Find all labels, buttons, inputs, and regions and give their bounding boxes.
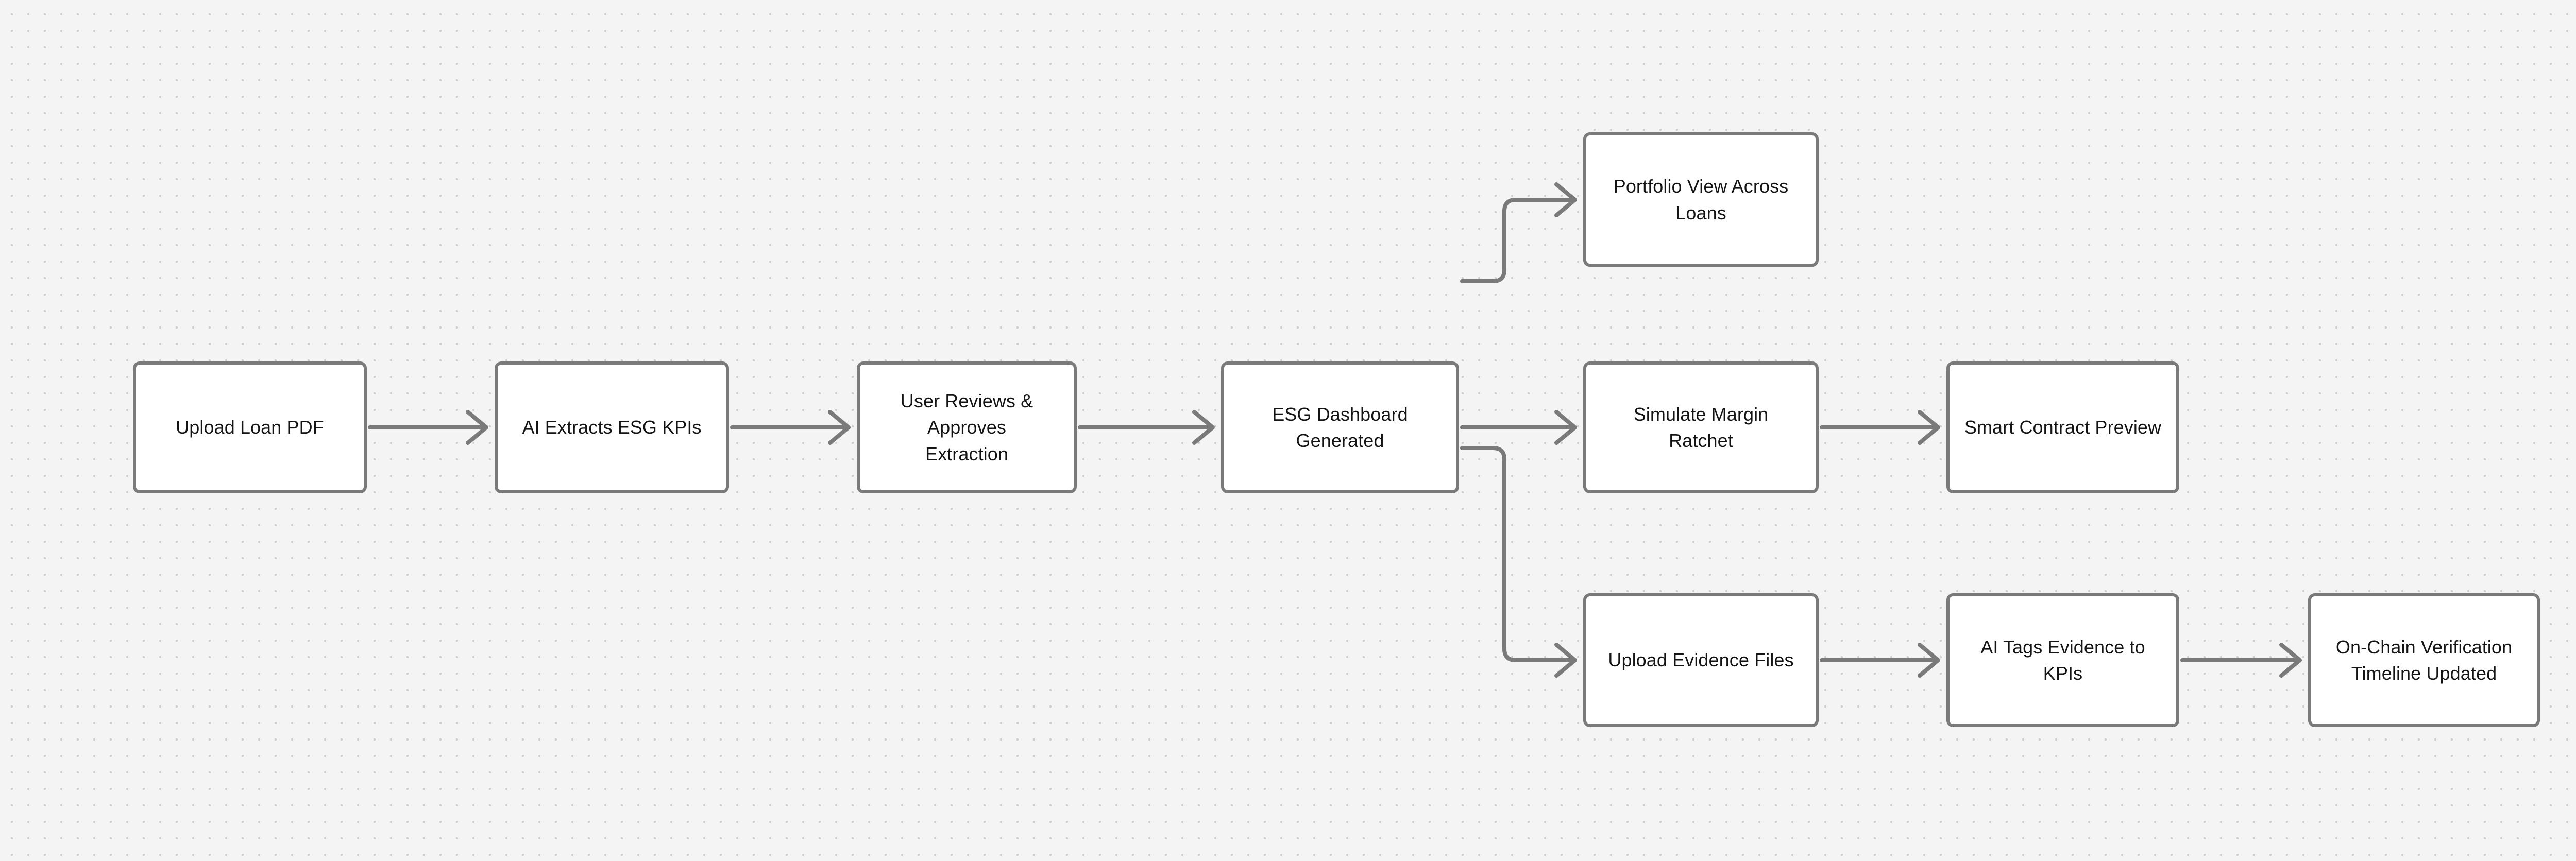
node-simulate-margin-ratchet[interactable]: Simulate Margin Ratchet bbox=[1583, 361, 1819, 493]
edge-simulate-margin-ratchet-to-smart-contract-preview bbox=[1820, 410, 1940, 445]
edge-user-reviews-approves-to-esg-dashboard-generated bbox=[1078, 410, 1215, 445]
edge-esg-dashboard-generated-to-upload-evidence-files bbox=[1460, 446, 1577, 678]
node-label: Upload Evidence Files bbox=[1608, 649, 1794, 671]
edge-upload-evidence-files-to-ai-tags-evidence-to-kpis bbox=[1820, 643, 1940, 678]
node-label: AI Tags Evidence to KPIs bbox=[1980, 636, 2145, 684]
edge-upload-loan-pdf-to-ai-extracts-esg-kpis bbox=[368, 410, 488, 445]
node-label: Smart Contract Preview bbox=[1964, 417, 2162, 438]
edge-esg-dashboard-generated-to-simulate-margin-ratchet bbox=[1460, 410, 1577, 445]
node-label: Portfolio View Across Loans bbox=[1613, 176, 1789, 223]
node-smart-contract-preview[interactable]: Smart Contract Preview bbox=[1946, 361, 2179, 493]
node-label: ESG Dashboard Generated bbox=[1272, 403, 1408, 451]
node-label: AI Extracts ESG KPIs bbox=[522, 417, 702, 438]
node-label: User Reviews & Approves Extraction bbox=[900, 390, 1033, 464]
node-portfolio-view-across-loans[interactable]: Portfolio View Across Loans bbox=[1583, 132, 1819, 267]
node-label: Upload Loan PDF bbox=[176, 417, 324, 438]
node-onchain-verification-timeline-updated[interactable]: On-Chain Verification Timeline Updated bbox=[2308, 593, 2540, 727]
edge-esg-dashboard-generated-to-portfolio-view-across-loans bbox=[1460, 182, 1577, 283]
node-esg-dashboard-generated[interactable]: ESG Dashboard Generated bbox=[1221, 361, 1459, 493]
node-upload-loan-pdf[interactable]: Upload Loan PDF bbox=[133, 361, 367, 493]
node-user-reviews-approves-extraction[interactable]: User Reviews & Approves Extraction bbox=[857, 361, 1077, 493]
node-ai-tags-evidence-to-kpis[interactable]: AI Tags Evidence to KPIs bbox=[1946, 593, 2179, 727]
node-upload-evidence-files[interactable]: Upload Evidence Files bbox=[1583, 593, 1819, 727]
node-label: On-Chain Verification Timeline Updated bbox=[2335, 636, 2513, 684]
edge-ai-tags-evidence-to-kpis-to-onchain-verification bbox=[2180, 643, 2302, 678]
node-label: Simulate Margin Ratchet bbox=[1633, 403, 1769, 451]
node-ai-extracts-esg-kpis[interactable]: AI Extracts ESG KPIs bbox=[495, 361, 729, 493]
edge-ai-extracts-esg-kpis-to-user-reviews-approves bbox=[730, 410, 851, 445]
